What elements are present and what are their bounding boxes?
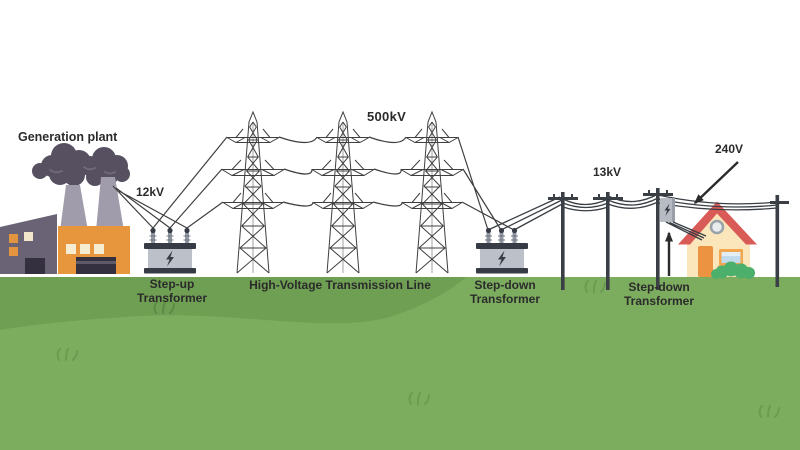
utility-pole — [775, 195, 780, 287]
pole-transformer — [660, 198, 675, 222]
label-line: Transformer — [136, 291, 208, 305]
arrow-240v — [693, 161, 739, 205]
step-down-transformer-1-label: Step-down Transformer — [425, 278, 585, 306]
step-down-transformer-2-label: Step-down Transformer — [579, 280, 739, 308]
transmission-tower — [221, 110, 285, 274]
lightning-bolt-icon — [166, 250, 174, 267]
bushings — [149, 227, 191, 245]
distribution-network — [487, 188, 789, 290]
voltage-label-240v: 240V — [715, 142, 744, 156]
transmission-tower — [400, 110, 464, 274]
grass-tuft — [758, 405, 780, 418]
stepdown-to-pole-wires — [487, 196, 565, 231]
label-line: Step-down — [474, 278, 536, 292]
round-window — [709, 219, 725, 235]
factory-garage-stripe — [76, 261, 116, 264]
tower-span-wires — [278, 136, 407, 207]
step-down-transformer — [476, 227, 528, 274]
factory-window — [9, 247, 18, 256]
factory-window — [9, 234, 18, 243]
bushings — [485, 227, 518, 245]
factory-garage-door — [76, 257, 116, 274]
factory-door — [25, 258, 45, 274]
house-roof — [678, 201, 757, 245]
house-door — [698, 246, 713, 277]
stepup-to-tower-wires — [152, 136, 228, 229]
ground — [0, 277, 800, 450]
bush — [711, 261, 755, 279]
step-up-transformer-label: Step-up Transformer — [92, 277, 252, 305]
distribution-wires — [562, 193, 778, 212]
voltage-label-12kv: 12kV — [136, 185, 165, 199]
house-window-glass-top — [721, 252, 741, 256]
generation-plant-label: Generation plant — [18, 130, 118, 144]
grass-tuft — [153, 301, 175, 314]
crossarm — [643, 193, 673, 196]
house — [678, 201, 757, 279]
utility-pole — [606, 192, 610, 290]
label-line: Step-down — [628, 280, 690, 294]
tower-to-stepdown-wires — [457, 136, 515, 231]
generation-plant — [0, 143, 130, 274]
smokestack — [60, 185, 88, 231]
utility-pole — [561, 192, 565, 290]
factory-window — [80, 244, 90, 254]
crossarm — [770, 201, 789, 204]
factory-window — [66, 244, 76, 254]
voltage-label-13kv: 13kV — [593, 165, 622, 179]
smokestack — [96, 177, 124, 231]
smoke-highlight — [49, 166, 116, 175]
grass-tuft — [56, 348, 78, 361]
transmission-tower — [311, 110, 375, 274]
house-window-glass — [721, 252, 741, 263]
crossarm — [593, 197, 623, 200]
step-up-transformer — [144, 227, 196, 274]
lightning-bolt-icon — [664, 203, 671, 216]
power-lines — [112, 136, 515, 231]
lightning-bolt-icon — [498, 250, 506, 267]
label-line: Transformer — [623, 294, 695, 308]
factory-window — [24, 232, 33, 241]
utility-pole — [656, 188, 660, 290]
grass-tuft — [584, 280, 606, 293]
label-line: Step-up — [149, 277, 195, 291]
label-line: Transformer — [469, 292, 541, 306]
voltage-label-500kv: 500kV — [367, 109, 407, 124]
crossarm — [548, 197, 578, 200]
factory-window — [94, 244, 104, 254]
service-drop-wires — [665, 221, 707, 241]
grass-tuft — [408, 392, 430, 405]
hv-transmission-line-label: High-Voltage Transmission Line — [249, 278, 431, 292]
